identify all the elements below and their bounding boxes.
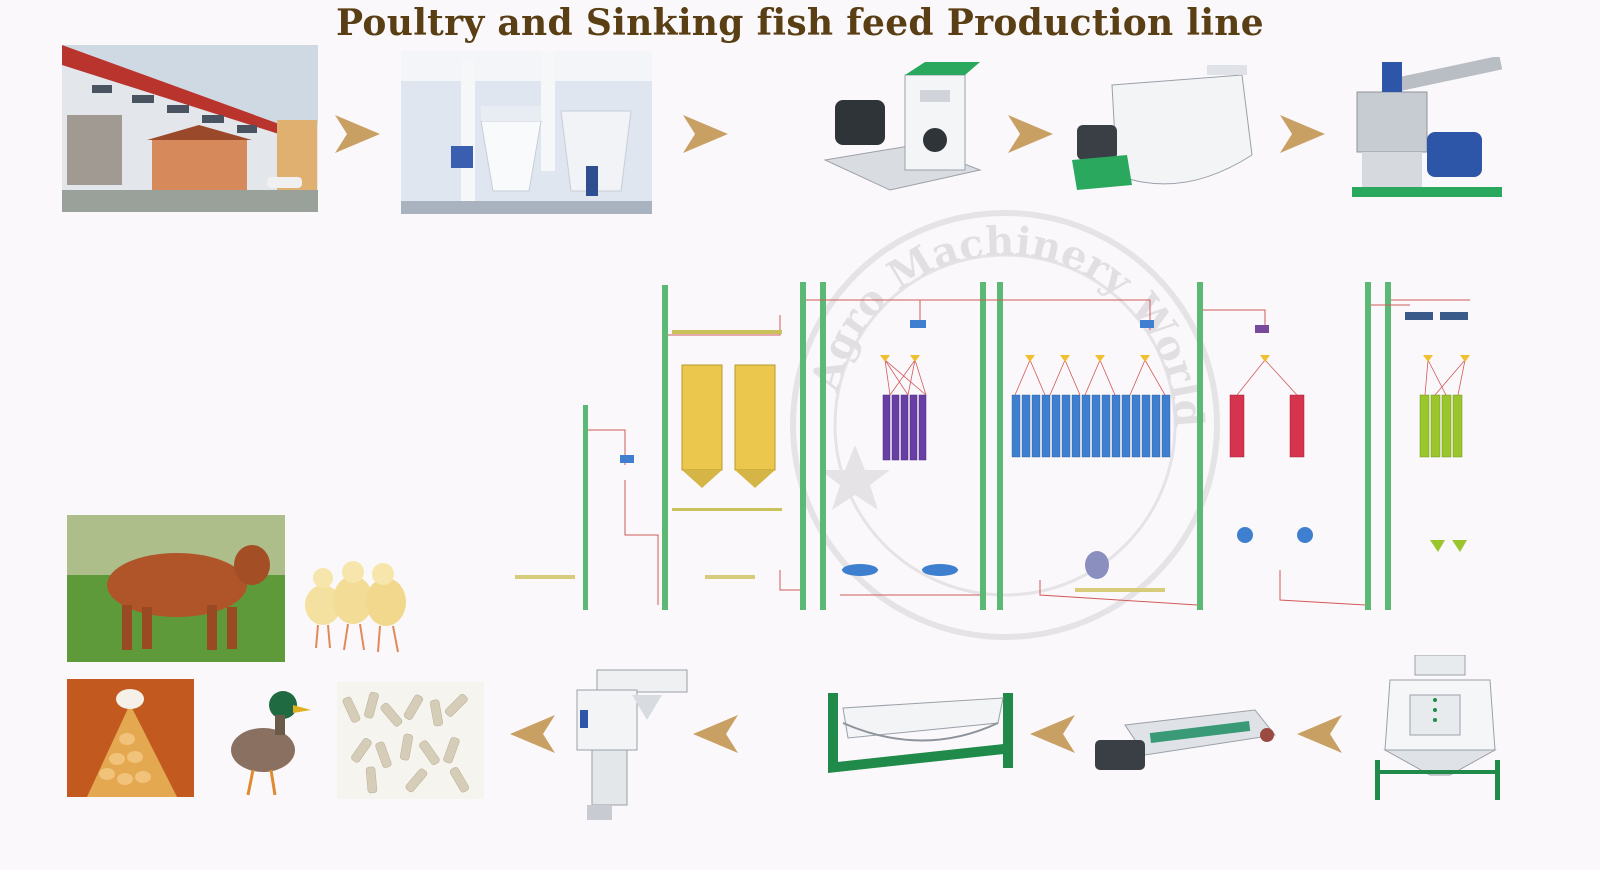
elevator [1385, 282, 1391, 610]
counterflow-cooler-photo [1370, 655, 1505, 803]
arrow-right-icon [1008, 115, 1053, 153]
hammer-mill-photo [820, 60, 985, 210]
hen-eggs-photo [67, 679, 194, 797]
arrow-left-icon [1297, 715, 1342, 753]
page-title: Poultry and Sinking fish feed Production… [336, 2, 1264, 44]
arrow-left-icon [1030, 715, 1075, 753]
arrow-right-icon [683, 115, 728, 153]
arrow-right-icon [335, 115, 380, 153]
feed-pellets-photo [337, 682, 484, 799]
chicks-photo [298, 560, 423, 660]
elevator [800, 282, 806, 610]
elevator [820, 282, 826, 610]
mixer-machine-photo [1072, 65, 1257, 205]
elevator [1197, 282, 1203, 610]
elevator [997, 282, 1003, 610]
duck-photo [213, 680, 313, 800]
elevator [1365, 282, 1371, 610]
factory-building-photo [62, 45, 318, 212]
pellet-mill-photo [1352, 57, 1507, 210]
elevator [583, 405, 588, 610]
arrow-left-icon [693, 715, 738, 753]
arrow-right-icon [1280, 115, 1325, 153]
packing-scale-photo [572, 665, 692, 825]
cow-photo [67, 515, 285, 662]
rotary-sifter-photo [818, 683, 1023, 775]
arrow-left-icon [510, 715, 555, 753]
elevator [662, 285, 668, 610]
elevator [980, 282, 986, 610]
crumbler-photo [1095, 705, 1280, 780]
process-flow-diagram [515, 282, 1470, 610]
plant-interior-photo [401, 51, 652, 214]
